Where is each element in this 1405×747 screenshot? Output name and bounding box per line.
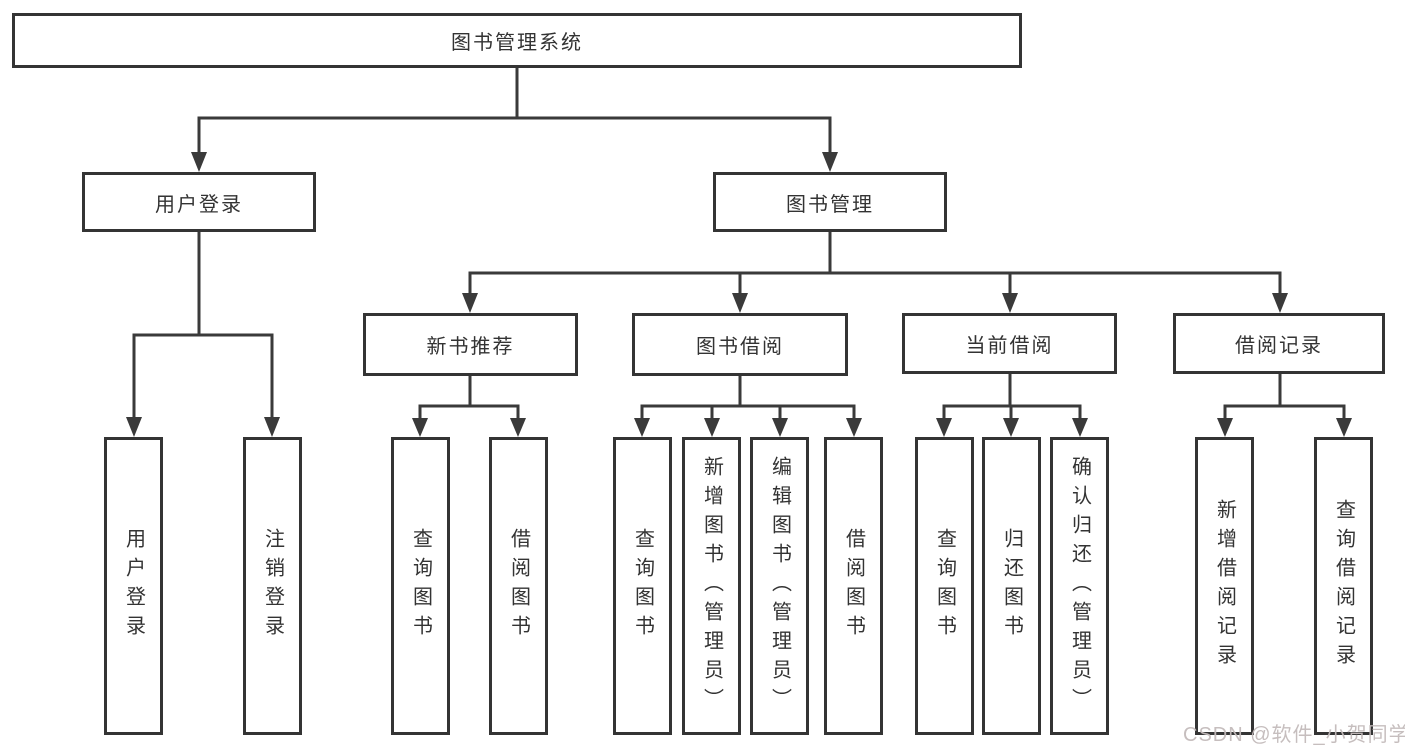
arrowhead-icon: [1336, 418, 1352, 437]
diagram-node-leaf-return-book: 归还图书: [982, 437, 1041, 735]
arrowhead-icon: [936, 418, 952, 437]
watermark: CSDN @软件_小贺同学: [1183, 724, 1405, 746]
diagram-node-leaf-query-book-3: 查询图书: [915, 437, 974, 735]
arrowhead-icon: [412, 418, 428, 437]
diagram-node-leaf-borrow-book-1: 借阅图书: [489, 437, 548, 735]
arrowhead-icon: [772, 418, 788, 437]
diagram-node-current-borrow: 当前借阅: [902, 313, 1117, 374]
arrowhead-icon: [704, 418, 720, 437]
diagram-node-leaf-query-book-1: 查询图书: [391, 437, 450, 735]
diagram-node-new-book-rec: 新书推荐: [363, 313, 578, 376]
arrowhead-icon: [846, 418, 862, 437]
diagram-node-root: 图书管理系统: [12, 13, 1022, 68]
arrowhead-icon: [1003, 418, 1019, 437]
arrowhead-icon: [1217, 418, 1233, 437]
diagram-node-leaf-borrow-book-2: 借阅图书: [824, 437, 883, 735]
diagram-node-leaf-add-book: 新增图书（管理员）: [682, 437, 741, 735]
arrowhead-icon: [191, 152, 207, 172]
diagram-node-leaf-edit-book: 编辑图书（管理员）: [750, 437, 809, 735]
arrowhead-icon: [634, 418, 650, 437]
diagram-node-leaf-user-login: 用户登录: [104, 437, 163, 735]
diagram-node-borrow-record: 借阅记录: [1173, 313, 1385, 374]
arrowhead-icon: [264, 417, 280, 437]
diagram-node-book-borrow: 图书借阅: [632, 313, 848, 376]
diagram-node-user-login-module: 用户登录: [82, 172, 316, 232]
diagram-node-leaf-query-book-2: 查询图书: [613, 437, 672, 735]
arrowhead-icon: [822, 152, 838, 172]
diagram-node-leaf-confirm-return: 确认归还（管理员）: [1050, 437, 1109, 735]
diagram-node-leaf-logout: 注销登录: [243, 437, 302, 735]
arrowhead-icon: [1002, 293, 1018, 313]
diagram-node-leaf-add-record: 新增借阅记录: [1195, 437, 1254, 735]
arrowhead-icon: [126, 417, 142, 437]
arrowhead-icon: [462, 293, 478, 313]
arrowhead-icon: [1072, 418, 1088, 437]
arrowhead-icon: [732, 293, 748, 313]
arrowhead-icon: [510, 418, 526, 437]
diagram-node-book-mgmt-module: 图书管理: [713, 172, 947, 232]
arrowhead-icon: [1272, 293, 1288, 313]
diagram-node-leaf-query-record: 查询借阅记录: [1314, 437, 1373, 735]
